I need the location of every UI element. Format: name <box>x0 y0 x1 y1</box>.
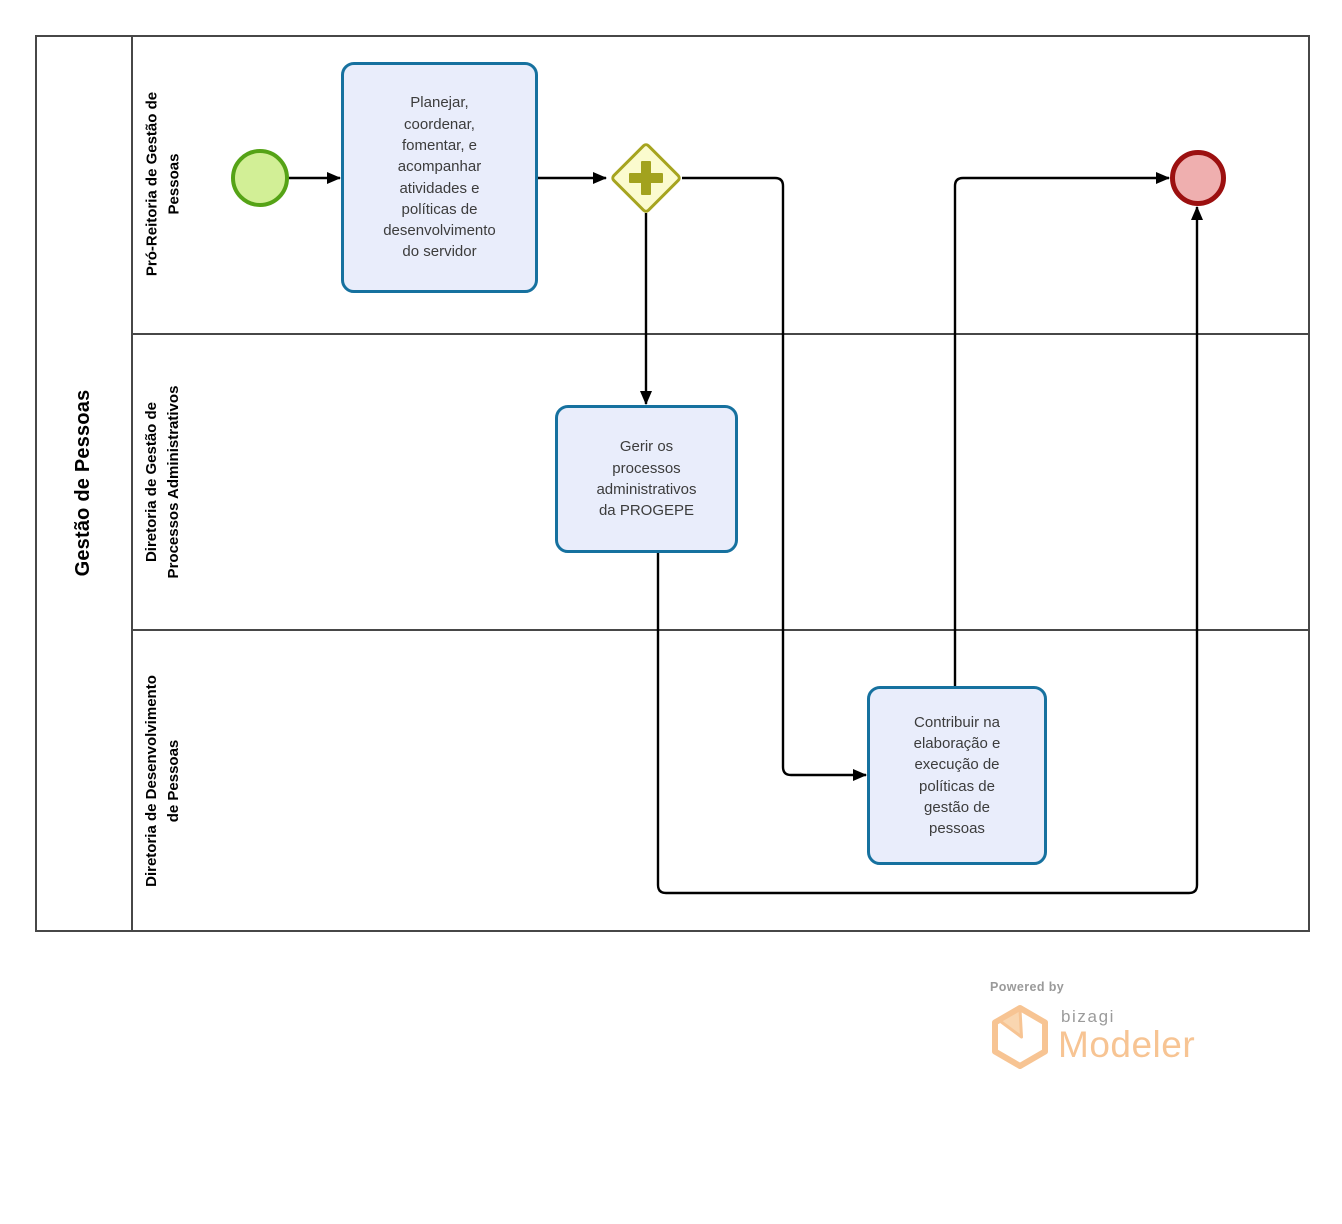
powered-by-label: Powered by <box>990 980 1065 994</box>
task-label: Contribuir na elaboração e execução de p… <box>913 713 1001 838</box>
modeler-wordmark: Modeler <box>1058 1024 1196 1065</box>
pool-gestao-de-pessoas <box>35 35 1310 932</box>
task-planejar: Planejar, coordenar, fomentar, e acompan… <box>341 62 538 293</box>
lane-label-text: Pró-Reitoria de Gestão de Pessoas <box>143 91 183 277</box>
lane-label-text: Diretoria de Gestão de Processos Adminis… <box>143 385 182 579</box>
pool-title-text: Gestão de Pessoas <box>71 389 94 577</box>
lane-divider-1 <box>133 333 1310 335</box>
task-gerir: Gerir os processos administrativos da PR… <box>555 405 738 553</box>
lane-divider-2 <box>133 629 1310 631</box>
task-label: Gerir os processos administrativos da PR… <box>596 438 697 520</box>
end-event <box>1170 150 1226 206</box>
start-event <box>231 149 289 207</box>
bizagi-wordmark: bizagi <box>1061 1007 1116 1026</box>
lane-label-pro-reitoria: Pró-Reitoria de Gestão de Pessoas <box>142 35 186 334</box>
pool-header-divider <box>131 35 133 932</box>
pool-title: Gestão de Pessoas <box>67 283 99 683</box>
lane-label-diretoria-processos: Diretoria de Gestão de Processos Adminis… <box>141 334 185 630</box>
task-label: Planejar, coordenar, fomentar, e acompan… <box>383 94 496 261</box>
plus-icon <box>641 161 651 195</box>
lane-label-diretoria-desenvolvimento: Diretoria de Desenvolvimento de Pessoas <box>141 631 185 931</box>
lane-label-text: Diretoria de Desenvolvimento de Pessoas <box>143 675 182 887</box>
bizagi-logo-icon <box>992 1005 1048 1069</box>
task-contribuir: Contribuir na elaboração e execução de p… <box>867 686 1047 865</box>
